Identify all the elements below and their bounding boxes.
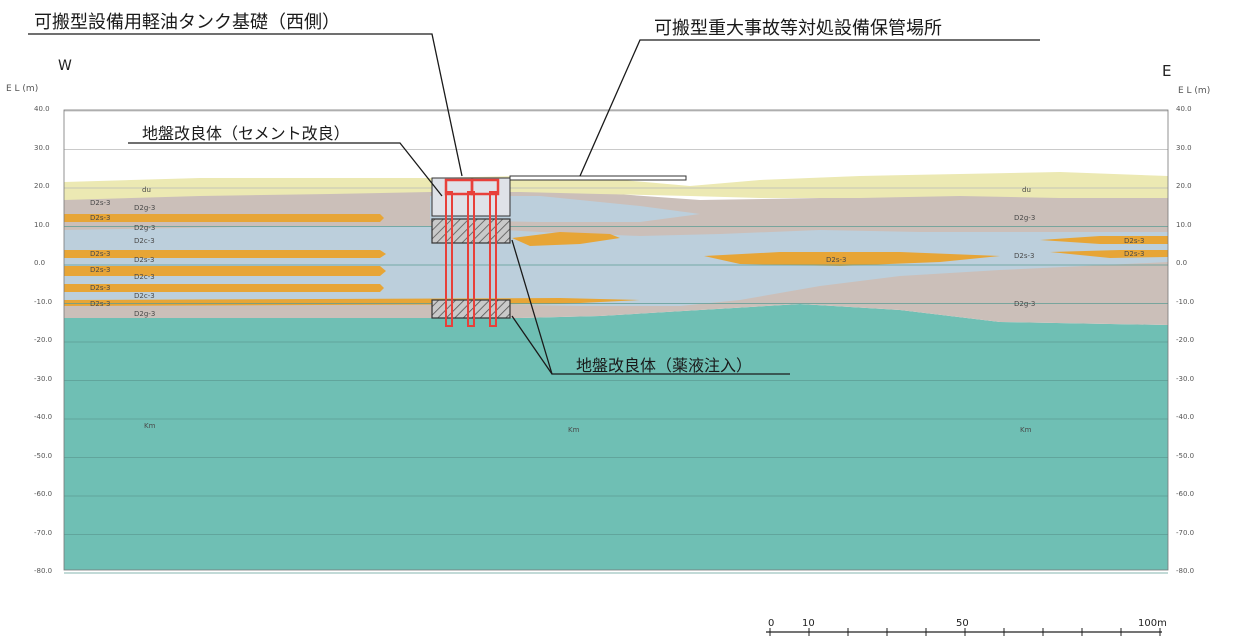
label-d2s3-east: D2s-3 — [1014, 252, 1034, 260]
elevation-tick-label: 20.0 — [1176, 182, 1192, 190]
d2s3-lens — [64, 266, 386, 276]
d2s3-lens — [1040, 236, 1168, 244]
label-d2c3: D2c-3 — [134, 237, 155, 245]
label-km-east: Km — [1020, 426, 1032, 434]
d2s3-lens — [1050, 250, 1168, 258]
leader-tank-foundation — [28, 33, 463, 177]
elevation-tick-label: -50.0 — [34, 451, 53, 460]
elevation-tick-label: -60.0 — [1176, 490, 1195, 498]
label-d2g3-east: D2g-3 — [1014, 214, 1035, 222]
leader-cement — [128, 142, 443, 197]
elevation-tick-label: -50.0 — [1176, 451, 1195, 460]
layer-km — [64, 304, 1168, 570]
elevation-tick-label: -70.0 — [1176, 528, 1195, 537]
label-d2s3-center: D2s-3 — [826, 256, 846, 264]
elevation-tick-label: -10.0 — [34, 297, 53, 306]
callout-storage-area: 可搬型重大事故等対処設備保管場所 — [654, 18, 942, 39]
label-d2s3: D2s-3 — [90, 199, 110, 207]
elevation-tick-label: 40.0 — [1176, 105, 1192, 113]
label-d2c3: D2c-3 — [134, 273, 155, 281]
section-border — [63, 109, 1169, 571]
d2s3-lens — [512, 232, 620, 246]
scale-bar: 0 10 50 100m — [766, 618, 1167, 636]
label-d2g3-east: D2g-3 — [1014, 300, 1035, 308]
label-d2g3: D2g-3 — [134, 224, 155, 232]
label-km-west: Km — [144, 422, 156, 430]
elevation-tick-label: -80.0 — [1176, 567, 1195, 575]
storage-area-surface — [509, 175, 687, 181]
elevation-tick-label: -20.0 — [1176, 336, 1195, 344]
d2s3-lens — [704, 252, 1000, 266]
layer-labels: du du D2s-3 D2s-3 D2g-3 D2g-3 D2c-3 D2s-… — [90, 186, 1144, 434]
foundation-cap-right — [470, 178, 500, 196]
elevation-tick-label: 10.0 — [34, 220, 50, 229]
axis-unit-right: E L (m) — [1178, 86, 1211, 96]
chemical-injection-body — [431, 299, 511, 319]
elevation-tick-label: -10.0 — [1176, 297, 1195, 306]
pile-group — [445, 191, 497, 327]
label-d2s3: D2s-3 — [90, 214, 110, 222]
d2s3-lens — [64, 214, 384, 222]
elevation-tick-label: -40.0 — [1176, 413, 1195, 421]
cement-improvement-body — [431, 218, 511, 244]
d2s3-lens — [64, 284, 384, 292]
elevation-tick-label: -40.0 — [34, 413, 53, 421]
leader-chemical-lower — [511, 315, 553, 375]
label-d2g3: D2g-3 — [134, 310, 155, 318]
label-d2g3: D2g-3 — [134, 204, 155, 212]
label-du-east: du — [1022, 186, 1031, 194]
elevation-tick-label: 0.0 — [1176, 259, 1188, 267]
elevation-tick-label: 30.0 — [34, 143, 50, 152]
label-d2s3-east: D2s-3 — [1124, 237, 1144, 245]
scale-label-0: 0 — [768, 618, 774, 629]
pile — [445, 191, 453, 327]
scale-label-10: 10 — [802, 618, 815, 629]
elevation-tick-label: -20.0 — [34, 336, 53, 344]
pile — [489, 191, 497, 327]
scale-label-100: 100m — [1138, 618, 1167, 629]
scale-bar-ticks — [769, 628, 1161, 636]
callout-cement-improvement: 地盤改良体（セメント改良） — [142, 124, 350, 143]
elevation-tick-label: 40.0 — [34, 105, 50, 113]
elevation-tick-label: -70.0 — [34, 528, 53, 537]
pile — [467, 191, 475, 327]
label-d2s3: D2s-3 — [90, 300, 110, 308]
elevation-tick-label: -30.0 — [34, 374, 53, 383]
label-d2s3: D2s-3 — [90, 250, 110, 258]
label-d2c3: D2c-3 — [134, 292, 155, 300]
elevation-tick-label: -30.0 — [1176, 374, 1195, 383]
leader-storage-area — [579, 39, 1040, 177]
elevation-tick-label: 0.0 — [34, 259, 46, 267]
label-d2s3: D2s-3 — [90, 266, 110, 274]
scale-label-50: 50 — [956, 618, 969, 629]
label-d2s3: D2s-3 — [90, 284, 110, 292]
d2s3-lens — [64, 250, 386, 258]
layer-du — [64, 172, 1168, 200]
label-km-center: Km — [568, 426, 580, 434]
elevation-tick-label: -60.0 — [34, 490, 53, 498]
elevation-grid — [63, 109, 1169, 574]
elevation-tick-label: 20.0 — [34, 182, 50, 190]
elevation-tick-label: 10.0 — [1176, 220, 1192, 229]
direction-west: W — [58, 58, 72, 74]
axis-unit-left: E L (m) — [6, 84, 39, 94]
leader-lines — [28, 33, 1040, 375]
elevation-tick-label: 30.0 — [1176, 143, 1192, 152]
direction-east: E — [1162, 62, 1172, 80]
label-d2s3-east: D2s-3 — [1124, 250, 1144, 258]
callout-chemical-injection: 地盤改良体（薬液注入） — [576, 356, 753, 375]
label-d2s3: D2s-3 — [134, 256, 154, 264]
elevation-tick-label: -80.0 — [34, 567, 53, 575]
callout-tank-foundation: 可搬型設備用軽油タンク基礎（西側） — [34, 12, 340, 33]
label-du-west: du — [142, 186, 151, 194]
